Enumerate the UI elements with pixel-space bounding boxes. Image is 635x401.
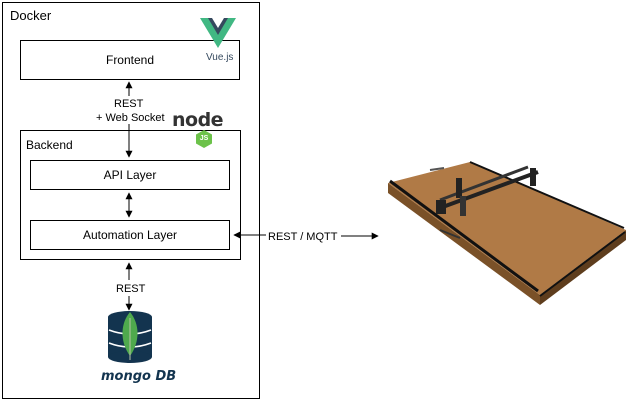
automation-layer-box: Automation Layer (30, 220, 230, 250)
vue-logo-text: Vue.js (206, 52, 234, 63)
mongodb-logo-text: mongo DB (101, 369, 177, 384)
docker-label: Docker (10, 8, 52, 23)
api-layer-box: API Layer (30, 160, 230, 190)
api-layer-label: API Layer (103, 168, 157, 182)
backend-label: Backend (26, 138, 73, 152)
node-logo-badge: JS (199, 135, 209, 142)
automation-layer-label: Automation Layer (82, 228, 178, 242)
rest-db-label: REST (116, 283, 146, 295)
rest-websocket-label-line2: + Web Socket (96, 112, 165, 124)
node-logo-text: node (172, 109, 224, 131)
rest-websocket-label-line1: REST (114, 98, 144, 110)
frontend-label: Frontend (105, 53, 155, 67)
rest-mqtt-label: REST / MQTT (268, 231, 338, 243)
